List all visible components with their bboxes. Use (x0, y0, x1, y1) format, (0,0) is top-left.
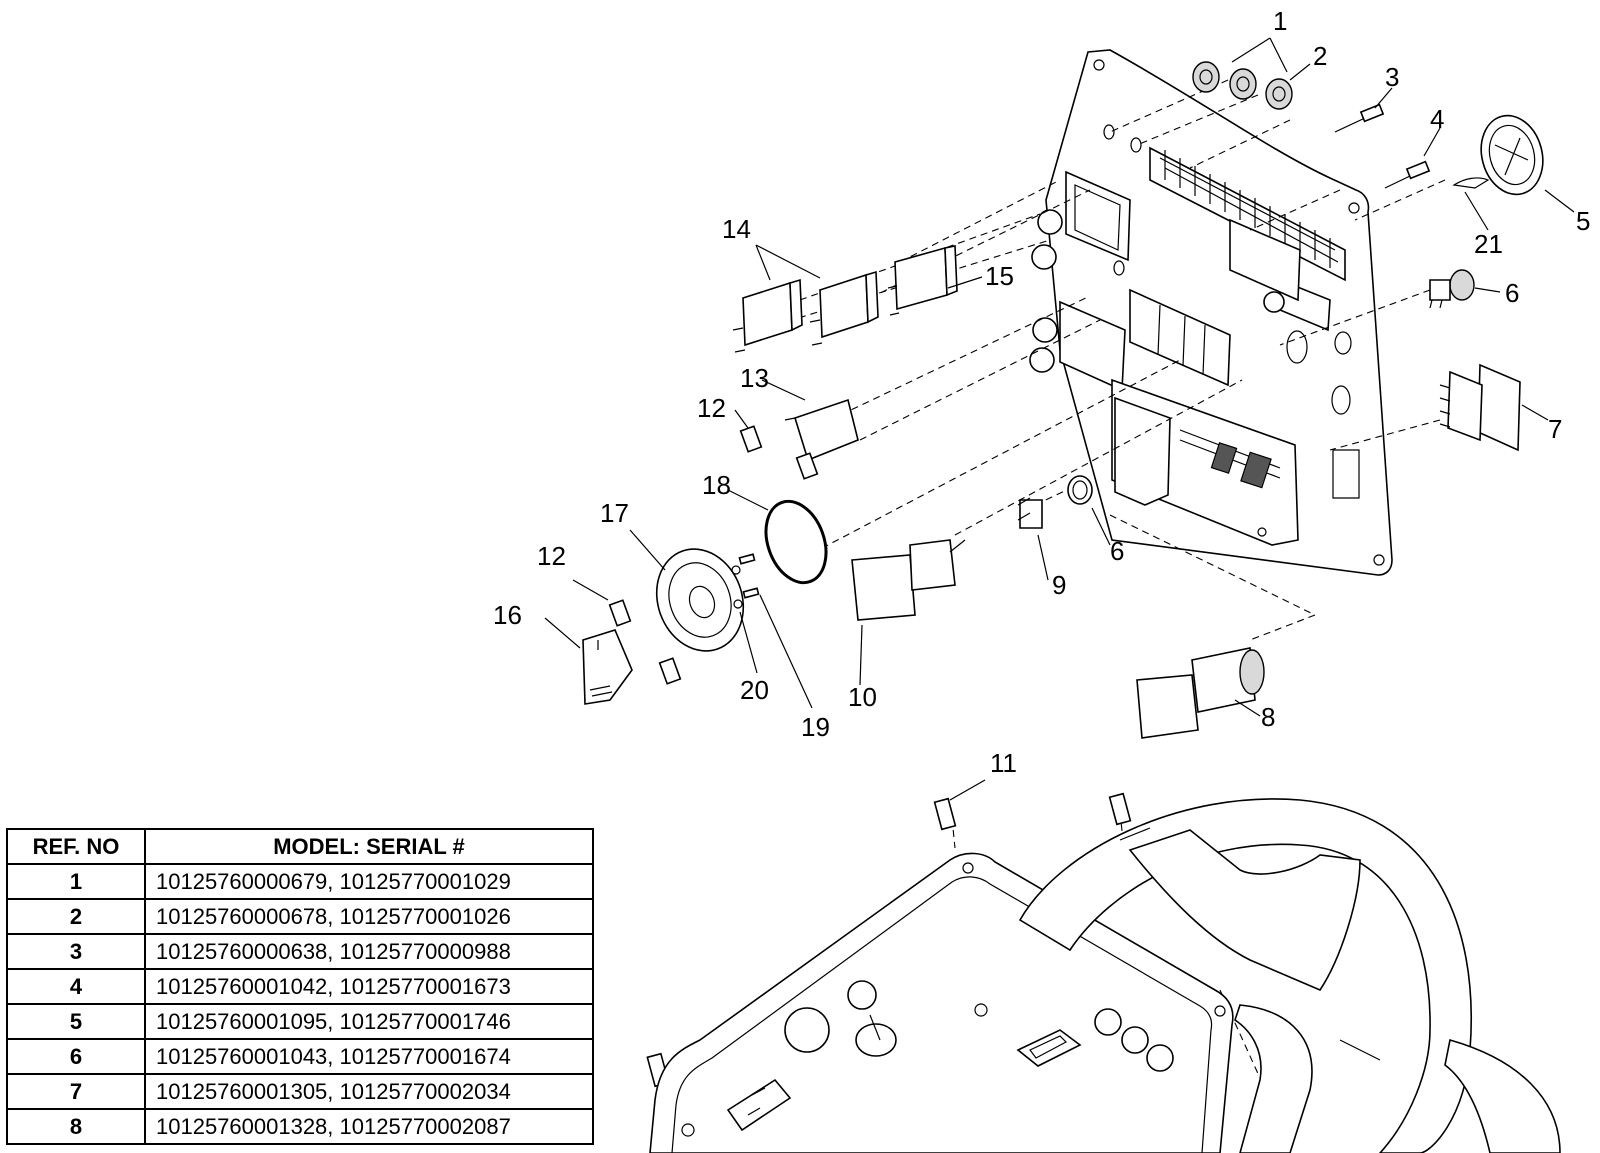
callout-11: 11 (990, 748, 1017, 778)
callout-16: 16 (493, 600, 522, 630)
callout-6-upper: 6 (1505, 278, 1519, 308)
relay-14-right (810, 272, 878, 345)
serial-cell: 10125760000638, 10125770000988 (144, 933, 594, 970)
leader-lines (545, 38, 1574, 800)
washers-20 (732, 566, 742, 608)
table-header-row: REF. NO MODEL: SERIAL # (6, 828, 594, 865)
ref-cell: 3 (6, 933, 146, 970)
table-row: 5 10125760001095, 10125770001746 (6, 1003, 594, 1040)
callout-10: 10 (848, 682, 877, 712)
controller-module (1112, 380, 1298, 545)
ignition-switch-8 (1137, 648, 1264, 738)
callout-1: 1 (1273, 6, 1287, 36)
small-lamp-3 (1335, 105, 1383, 132)
ref-cell: 8 (6, 1108, 146, 1145)
callout-2: 2 (1313, 41, 1327, 71)
callout-21: 21 (1474, 229, 1503, 259)
gauge-5 (1473, 109, 1552, 202)
serial-cell: 10125760001042, 10125770001673 (144, 968, 594, 1005)
dashboard-panel (650, 853, 1233, 1153)
relay-15 (888, 246, 957, 315)
terminal-strip (1150, 148, 1345, 280)
small-lamp-4 (1385, 162, 1429, 188)
screws-19 (739, 554, 758, 597)
callout-20: 20 (740, 675, 769, 705)
relay-14-left (733, 280, 802, 352)
callout-15: 15 (985, 261, 1014, 291)
nut-6-lower (1068, 476, 1092, 504)
key-switch-10 (852, 540, 965, 620)
ref-cell: 6 (6, 1038, 146, 1075)
ref-cell: 2 (6, 898, 146, 935)
header-ref-no: REF. NO (6, 828, 146, 865)
rocker-switch-7 (1440, 365, 1520, 450)
callout-12-upper: 12 (697, 393, 726, 423)
connector-9 (1018, 498, 1042, 528)
table-row: 2 10125760000678, 10125770001026 (6, 898, 594, 935)
flasher-13 (785, 400, 858, 470)
serial-cell: 10125760001328, 10125770002087 (144, 1108, 594, 1145)
serial-cell: 10125760000678, 10125770001026 (144, 898, 594, 935)
callout-18: 18 (702, 470, 731, 500)
callout-17: 17 (600, 498, 629, 528)
serial-cell: 10125760001095, 10125770001746 (144, 1003, 594, 1040)
callout-6-lower: 6 (1110, 536, 1124, 566)
spacer-12-lower (610, 600, 681, 683)
table-row: 6 10125760001043, 10125770001674 (6, 1038, 594, 1075)
clip-21 (1454, 178, 1488, 188)
plate-components (1030, 172, 1330, 390)
table-row: 3 10125760000638, 10125770000988 (6, 933, 594, 970)
callout-13: 13 (740, 363, 769, 393)
serial-cell: 10125760001043, 10125770001674 (144, 1038, 594, 1075)
table-row: 7 10125760001305, 10125770002034 (6, 1073, 594, 1110)
callout-19: 19 (801, 712, 830, 742)
serial-cell: 10125760000679, 10125770001029 (144, 863, 594, 900)
ref-cell: 4 (6, 968, 146, 1005)
table-row: 1 10125760000679, 10125770001029 (6, 863, 594, 900)
table-row: 4 10125760001042, 10125770001673 (6, 968, 594, 1005)
callout-3: 3 (1385, 62, 1399, 92)
ref-cell: 7 (6, 1073, 146, 1110)
callout-14: 14 (722, 214, 751, 244)
callout-9: 9 (1052, 570, 1066, 600)
callout-7: 7 (1548, 414, 1562, 444)
serial-cell: 10125760001305, 10125770002034 (144, 1073, 594, 1110)
callout-8: 8 (1261, 702, 1275, 732)
indicator-lamps (1193, 62, 1292, 109)
spacer-12-upper (741, 426, 818, 478)
callout-5: 5 (1576, 206, 1590, 236)
callout-4: 4 (1430, 104, 1444, 134)
circuit-board-16 (583, 630, 632, 704)
table-row: 8 10125760001328, 10125770002087 (6, 1108, 594, 1145)
callout-12-lower: 12 (537, 541, 566, 571)
model-serial-table: REF. NO MODEL: SERIAL # 1 10125760000679… (6, 828, 594, 1145)
header-model-serial: MODEL: SERIAL # (144, 828, 594, 865)
grommet-6-upper (1430, 270, 1474, 308)
ref-cell: 5 (6, 1003, 146, 1040)
callouts: 1 2 3 4 5 21 6 7 14 15 13 12 18 17 12 16… (493, 6, 1590, 778)
bezel-17 (643, 537, 758, 663)
screws-11 (647, 794, 1130, 1087)
ref-cell: 1 (6, 863, 146, 900)
ring-18 (755, 493, 836, 591)
